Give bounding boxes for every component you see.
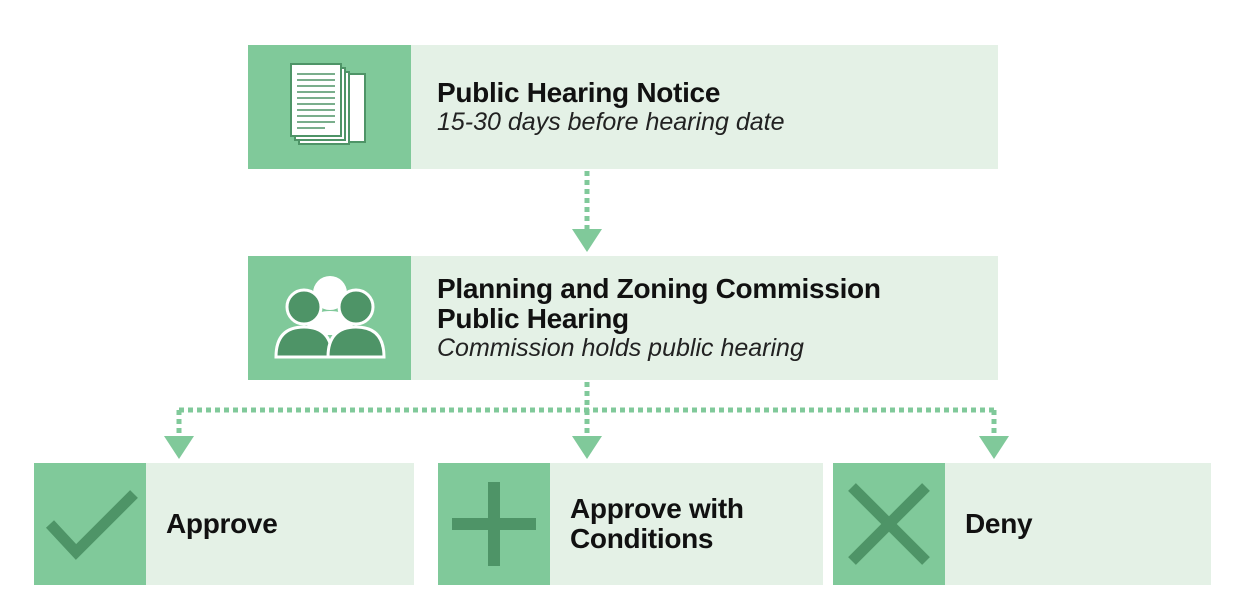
outcome-approve: Approve (34, 463, 414, 585)
approve-icon-cell (34, 463, 146, 585)
deny-label: Deny (965, 508, 1033, 539)
step-commission-public-hearing: Planning and Zoning Commission Public He… (248, 256, 998, 380)
hearing-icon-cell (248, 256, 411, 380)
approve-text: Approve (146, 463, 278, 585)
arrowhead-to-deny (979, 436, 1009, 459)
plus-icon (452, 482, 536, 566)
conditions-icon-cell (438, 463, 550, 585)
approve-label: Approve (166, 508, 278, 539)
hearing-title-line2: Public Hearing (437, 303, 629, 334)
arrowhead-to-hearing (572, 229, 602, 252)
notice-title: Public Hearing Notice (437, 77, 721, 108)
notice-subtitle: 15-30 days before hearing date (437, 108, 785, 136)
arrowhead-to-conditions (572, 436, 602, 459)
outcome-deny: Deny (833, 463, 1211, 585)
outcome-approve-with-conditions: Approve with Conditions (438, 463, 823, 585)
notice-text: Public Hearing Notice 15-30 days before … (411, 45, 784, 169)
checkmark-icon (45, 490, 138, 560)
step-public-hearing-notice: Public Hearing Notice 15-30 days before … (248, 45, 998, 169)
notice-icon-cell (248, 45, 411, 169)
conditions-text: Approve with Conditions (550, 463, 744, 585)
hearing-subtitle: Commission holds public hearing (437, 334, 804, 362)
conditions-label-line1: Approve with (570, 493, 744, 524)
hearing-title-line1: Planning and Zoning Commission (437, 273, 881, 304)
hearing-text: Planning and Zoning Commission Public He… (411, 256, 881, 380)
x-icon (848, 483, 930, 565)
deny-icon-cell (833, 463, 945, 585)
arrowhead-to-approve (164, 436, 194, 459)
people-icon (273, 276, 386, 359)
conditions-label-line2: Conditions (570, 523, 714, 554)
document-icon (289, 63, 366, 145)
deny-text: Deny (945, 463, 1033, 585)
